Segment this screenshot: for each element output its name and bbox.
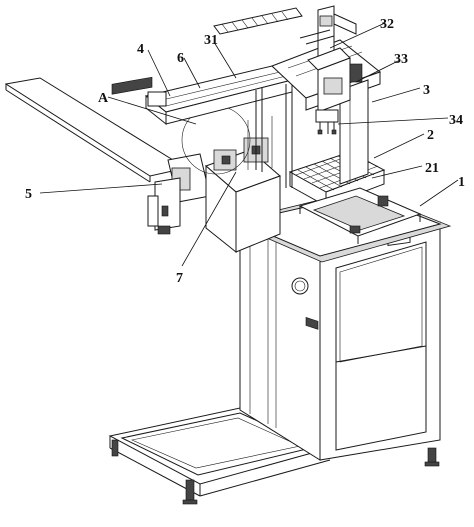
gantry-beam	[111, 65, 294, 188]
label-2: 2	[427, 128, 434, 143]
label-21: 21	[425, 161, 439, 176]
label-33: 33	[394, 52, 408, 67]
label-3: 3	[423, 83, 430, 98]
left-pick-unit	[147, 153, 211, 235]
label-4: 4	[137, 42, 144, 57]
label-a: A	[98, 91, 109, 106]
label-6: 6	[177, 51, 184, 66]
middle-mechanism	[205, 116, 281, 254]
label-31: 31	[204, 33, 218, 48]
pick-head	[307, 47, 363, 135]
label-5: 5	[25, 187, 32, 202]
label-34: 34	[449, 113, 463, 128]
leader-lines	[39, 22, 459, 267]
label-7: 7	[176, 271, 183, 286]
label-32: 32	[380, 17, 394, 32]
reference-labels: 32 31 4 6 33 A 3 34 2 21 5 1 7	[25, 17, 465, 286]
label-1: 1	[458, 175, 465, 190]
